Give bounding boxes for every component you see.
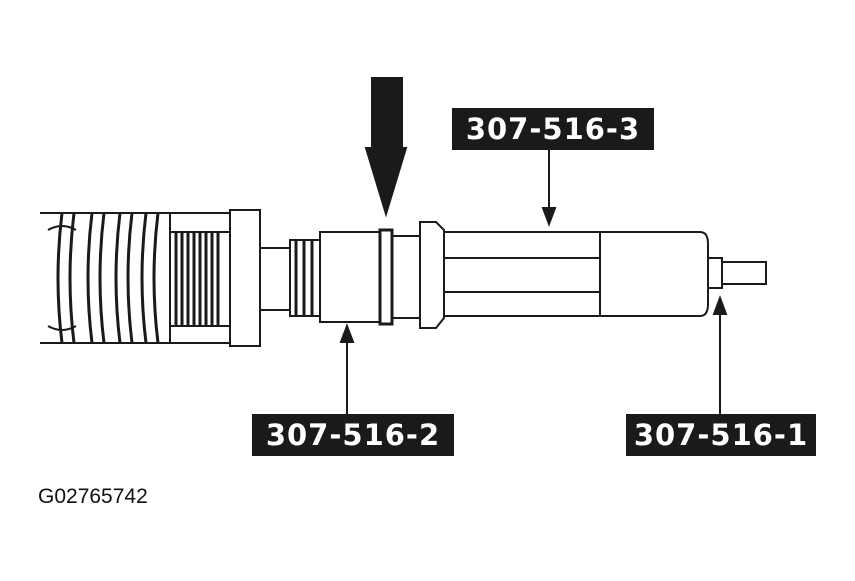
leader-arrow-3 — [541, 150, 557, 227]
force-arrow-icon — [364, 77, 408, 218]
pin — [707, 257, 767, 289]
ribbed-housing — [40, 212, 171, 344]
figure-id: G02765742 — [38, 485, 148, 508]
leader-arrow-2 — [339, 323, 355, 414]
sleeve — [443, 231, 709, 317]
collar-flange — [419, 221, 445, 329]
installer-body — [289, 228, 421, 326]
label-307-516-2: 307-516-2 — [252, 414, 454, 456]
label-307-516-1: 307-516-1 — [626, 414, 816, 456]
splined-shaft — [169, 212, 231, 344]
label-307-516-3: 307-516-3 — [452, 108, 654, 150]
end-plate — [229, 209, 261, 347]
hub — [259, 247, 291, 311]
leader-arrow-1 — [712, 295, 728, 414]
